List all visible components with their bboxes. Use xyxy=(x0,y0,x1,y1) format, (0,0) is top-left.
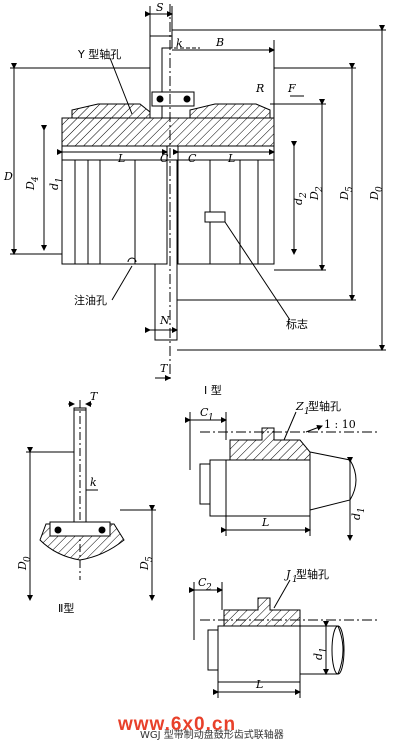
label-k-small: k xyxy=(90,476,97,489)
svg-text:2: 2 xyxy=(205,583,212,593)
label-d2: d2 xyxy=(292,192,309,205)
j1-detail-view xyxy=(189,579,380,698)
svg-text:1: 1 xyxy=(319,647,329,653)
label-T-small: T xyxy=(90,390,99,403)
label-D0-small: D0 xyxy=(16,556,33,571)
y-hole-leader xyxy=(109,57,133,115)
label-D5-small: D5 xyxy=(138,556,155,571)
svg-text:d: d xyxy=(312,653,325,660)
label-B: B xyxy=(215,36,224,49)
oil-hole xyxy=(127,257,137,263)
label-C-right: C xyxy=(188,152,197,165)
label-y-hole: Y 型轴孔 xyxy=(77,47,121,61)
hub-section-hatch xyxy=(61,117,275,147)
svg-text:5: 5 xyxy=(345,186,355,192)
watermark: www.6x0.cn xyxy=(117,714,236,735)
svg-text:1: 1 xyxy=(304,407,310,417)
mark-leader xyxy=(224,221,291,321)
svg-text:1: 1 xyxy=(357,507,367,513)
label-D4: D4 xyxy=(24,176,41,191)
label-oil-hole: 注油孔 xyxy=(74,293,107,307)
j1-hub-section xyxy=(223,597,301,627)
label-L-left: L xyxy=(117,152,125,165)
label-L-j: L xyxy=(255,678,263,691)
svg-text:J: J xyxy=(284,568,291,581)
svg-text:D: D xyxy=(338,191,351,201)
svg-text:4: 4 xyxy=(31,176,41,183)
dimension-labels: S k B Y 型轴孔 R F D D4 d1 L C C L d2 D2 D5… xyxy=(3,1,385,691)
svg-text:D: D xyxy=(16,561,29,571)
label-L-right: L xyxy=(227,152,235,165)
label-type-ii: Ⅱ型 xyxy=(58,601,74,615)
label-C-left: C xyxy=(160,152,169,165)
svg-text:型轴孔: 型轴孔 xyxy=(296,567,329,581)
label-D2: D2 xyxy=(308,186,325,201)
label-R: R xyxy=(255,82,264,95)
svg-text:Z: Z xyxy=(295,400,304,413)
label-T-main: T xyxy=(160,362,169,375)
z1-detail-view xyxy=(185,411,380,541)
label-taper: 1 : 10 xyxy=(324,418,356,431)
svg-text:2: 2 xyxy=(315,186,325,193)
bolt-head xyxy=(151,91,195,107)
svg-text:d: d xyxy=(48,183,61,190)
svg-text:D: D xyxy=(138,561,151,571)
main-view xyxy=(10,4,386,381)
label-S: S xyxy=(156,1,164,14)
label-type-i: I 型 xyxy=(204,383,222,397)
label-L-z: L xyxy=(261,516,269,529)
svg-text:1: 1 xyxy=(208,413,214,423)
z1-shaft xyxy=(309,451,357,511)
svg-text:型轴孔: 型轴孔 xyxy=(308,399,341,413)
svg-text:0: 0 xyxy=(375,186,385,192)
mark-plate xyxy=(204,211,226,223)
label-d1: d1 xyxy=(48,177,65,190)
label-F: F xyxy=(287,82,296,95)
label-mark: 标志 xyxy=(286,317,308,331)
label-D5: D5 xyxy=(338,186,355,201)
right-sleeve-section xyxy=(189,103,271,118)
svg-text:0: 0 xyxy=(23,556,33,562)
svg-text:D: D xyxy=(308,191,321,201)
svg-text:1: 1 xyxy=(55,177,65,183)
z1-hub-section xyxy=(229,427,311,461)
svg-text:C: C xyxy=(200,406,209,419)
oil-hole-leader xyxy=(111,265,133,301)
svg-text:d: d xyxy=(350,513,363,520)
z1-hub-body xyxy=(209,459,311,517)
svg-text:C: C xyxy=(198,576,207,589)
label-D: D xyxy=(3,170,13,183)
svg-text:5: 5 xyxy=(145,556,155,562)
label-N: N xyxy=(159,314,170,327)
svg-text:2: 2 xyxy=(299,192,309,199)
label-k: k xyxy=(176,37,183,50)
figure-caption: WGJ 型带制动盘鼓形齿式联轴器 xyxy=(140,728,284,741)
svg-text:1: 1 xyxy=(292,575,298,585)
left-sleeve-section xyxy=(71,103,151,118)
svg-text:D: D xyxy=(368,191,381,201)
type-ii-view xyxy=(26,400,156,601)
svg-text:d: d xyxy=(292,198,305,205)
label-d1-j: d1 xyxy=(312,647,329,660)
j1-hub-body xyxy=(217,625,301,683)
label-D0: D0 xyxy=(368,186,385,201)
label-d1-z: d1 xyxy=(350,507,367,520)
svg-text:D: D xyxy=(24,181,37,191)
left-hub xyxy=(61,145,168,265)
